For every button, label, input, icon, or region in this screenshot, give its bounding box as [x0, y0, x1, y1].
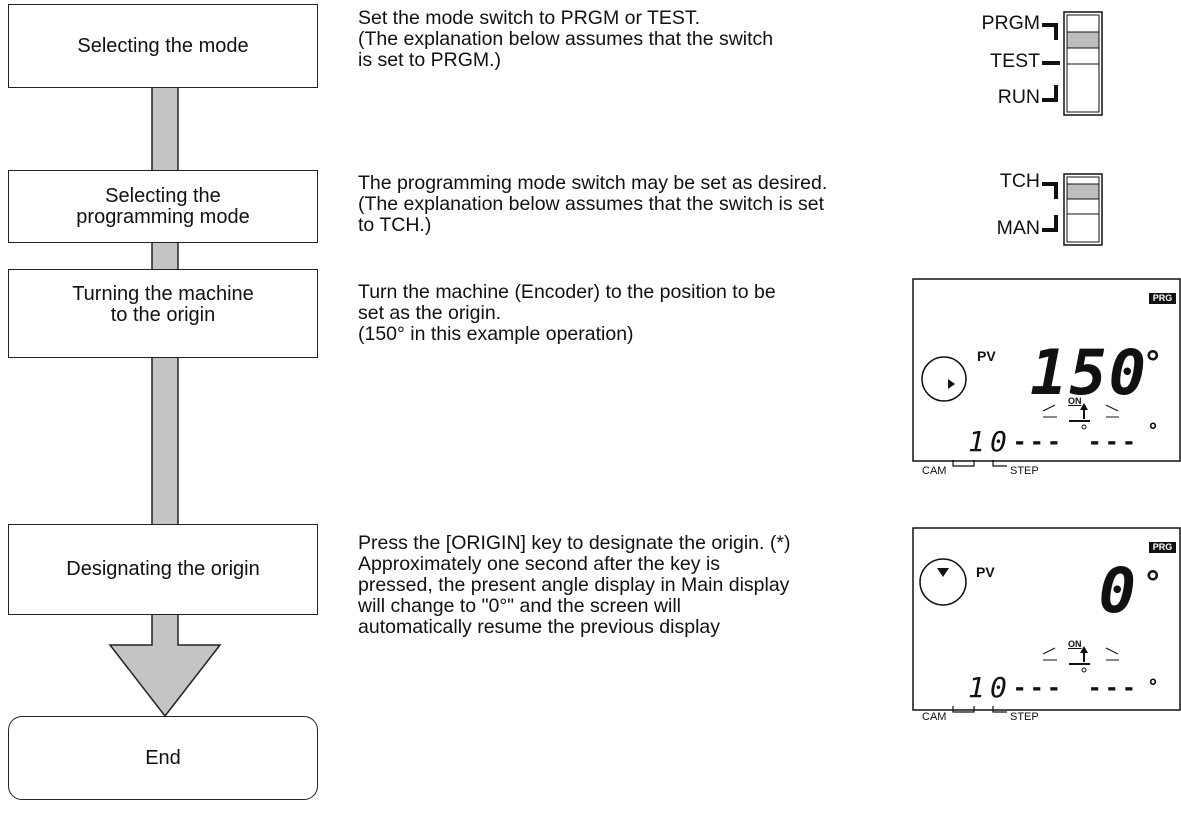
main-degree-symbol: ° [1146, 344, 1160, 382]
pv-label: PV [976, 564, 995, 580]
step-label: STEP [1010, 711, 1039, 723]
step-box-designate-origin: Designating the origin [8, 524, 318, 615]
description-designate-origin: Press the [ORIGIN] key to designate the … [358, 532, 791, 638]
step-box-select-mode: Selecting the mode [8, 4, 318, 88]
prog-switch-label-tch: TCH [999, 170, 1040, 192]
step-number: 0 [990, 425, 1007, 458]
prog-switch-graphic [1042, 173, 1103, 246]
on-indicator: ON [1068, 639, 1082, 649]
cam-number: 1 [968, 671, 985, 704]
cam-number: 1 [968, 425, 985, 458]
on-indicator: ON [1068, 396, 1082, 406]
svg-text:°: ° [1149, 676, 1157, 698]
step-box-select-programming-mode: Selecting the programming mode [8, 170, 318, 243]
cam-label: CAM [922, 465, 947, 477]
cam-label: CAM [922, 711, 947, 723]
prog-switch-label-man: MAN [996, 217, 1040, 239]
dashes-right: - - - [1090, 671, 1134, 702]
description-turn-machine: Turn the machine (Encoder) to the positi… [358, 281, 776, 345]
dashes-right: - - - [1090, 425, 1134, 456]
svg-text:°: ° [1149, 420, 1157, 442]
end-arrow [108, 613, 222, 718]
step-label: STEP [1010, 465, 1039, 477]
connector-bar-1 [151, 86, 179, 172]
main-value-display: 0 [1098, 554, 1136, 627]
description-select-programming-mode: The programming mode switch may be set a… [358, 172, 828, 236]
prg-badge: PRG [1152, 293, 1173, 303]
connector-bar-2 [151, 241, 179, 271]
pv-label: PV [977, 348, 996, 364]
connector-bar-3 [151, 356, 179, 526]
dashes-left: - - - [1015, 671, 1059, 702]
step-box-end: End [8, 716, 318, 800]
mode-switch-label-run: RUN [997, 86, 1040, 108]
main-value-display: 150 [1030, 336, 1148, 409]
description-select-mode: Set the mode switch to PRGM or TEST. (Th… [358, 7, 774, 71]
mode-switch-graphic [1042, 11, 1103, 116]
prg-badge: PRG [1152, 542, 1173, 552]
dashes-left: - - - [1015, 425, 1059, 456]
main-degree-symbol: ° [1146, 564, 1160, 602]
lcd-display-1: ° PRG PV 150 ° ON 1 0 - - - - - - CAM ST… [912, 278, 1181, 478]
mode-switch-label-prgm: PRGM [981, 12, 1041, 34]
step-box-turn-machine: Turning the machine to the origin [8, 269, 318, 358]
mode-switch-label-test: TEST [990, 50, 1040, 72]
lcd-display-2: ° PRG PV 0 ° ON 1 0 - - - - - - CAM STEP [912, 527, 1181, 727]
step-number: 0 [990, 671, 1007, 704]
